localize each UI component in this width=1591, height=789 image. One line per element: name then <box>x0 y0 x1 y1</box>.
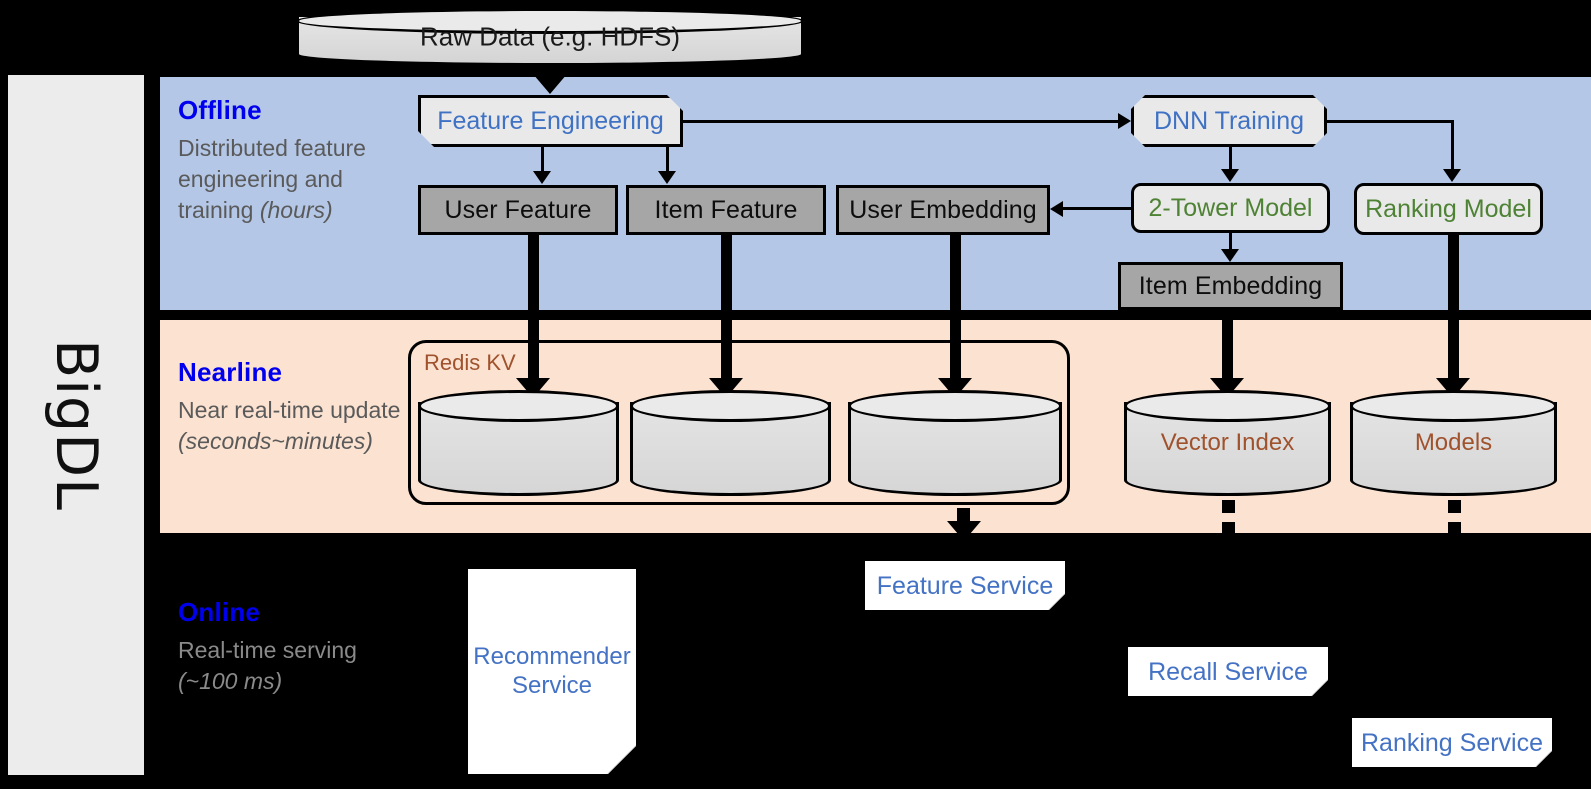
bigdl-sidebar: BigDL <box>8 75 144 775</box>
connector-fe-dnn <box>683 120 1118 123</box>
dashed-connector-segment <box>1222 522 1235 535</box>
node-feature-service[interactable]: Feature Service <box>865 561 1065 610</box>
online-description-emphasis: (~100 ms) <box>178 667 283 694</box>
node-label: Item Embedding <box>1138 271 1323 300</box>
connector-fe-itemfeature <box>666 147 669 173</box>
connector-itemfeature-kv <box>721 234 732 389</box>
online-title: Online <box>178 597 261 627</box>
arrow-rawdata-fe <box>533 74 567 94</box>
nearline-title: Nearline <box>178 357 283 387</box>
raw-data-label: Raw Data (e.g. HDFS) <box>419 21 681 52</box>
connector-userembedding-kv <box>950 234 961 389</box>
node-label: User Embedding <box>849 195 1037 224</box>
cylinder-top <box>296 8 804 34</box>
cylinder-top <box>1350 390 1557 422</box>
cylinder-top <box>1124 390 1331 422</box>
node-recommender-service[interactable]: Recommender Service <box>468 569 636 774</box>
redis-kv-label: Redis KV <box>424 350 516 375</box>
cylinder-top <box>418 390 619 422</box>
arrow-fe-itemfeature <box>658 171 676 184</box>
arrow-dnn-twotower <box>1221 169 1239 182</box>
nearline-description-emphasis: (seconds~minutes) <box>178 427 373 454</box>
dashed-connector-segment <box>1448 500 1461 513</box>
offline-description-text: Distributed feature engineering and trai… <box>178 135 366 223</box>
node-label: Ranking Service <box>1360 728 1544 757</box>
connector-fe-userfeature <box>541 147 544 173</box>
offline-title: Offline <box>178 95 262 125</box>
connector-dnn-twotower <box>1229 147 1232 171</box>
connector-dnn-ranking-h <box>1327 120 1454 123</box>
connector-itemembedding-vectorindex <box>1222 309 1233 389</box>
node-ranking-model[interactable]: Ranking Model <box>1354 183 1543 235</box>
bigdl-label: BigDL <box>43 339 109 511</box>
connector-userfeature-kv <box>528 234 539 389</box>
cylinder-top <box>848 390 1062 422</box>
dashed-connector-segment <box>1222 500 1235 513</box>
dashed-connector-segment <box>1448 522 1461 535</box>
online-description-text: Real-time serving <box>178 637 357 663</box>
node-label: Recall Service <box>1148 657 1308 686</box>
offline-description: Distributed feature engineering and trai… <box>178 133 408 225</box>
arrow-twotower-itemembedding <box>1221 249 1239 262</box>
connector-twotower-userembedding <box>1063 207 1133 210</box>
node-feature-engineering[interactable]: Feature Engineering <box>418 95 683 147</box>
nearline-description-text: Near real-time update <box>178 397 401 423</box>
node-user-feature[interactable]: User Feature <box>418 185 618 235</box>
node-label: Ranking Model <box>1365 194 1532 223</box>
node-label: Feature Service <box>876 571 1054 600</box>
node-label: Recommender Service <box>473 642 631 699</box>
offline-section-text: Offline Distributed feature engineering … <box>178 95 408 225</box>
arrow-fe-userfeature <box>533 171 551 184</box>
node-two-tower-model[interactable]: 2-Tower Model <box>1131 183 1330 233</box>
node-item-embedding[interactable]: Item Embedding <box>1118 262 1343 310</box>
online-description: Real-time serving (~100 ms) <box>178 635 408 697</box>
connector-dnn-ranking-v <box>1451 120 1454 170</box>
kv-store-cylinder-3 <box>848 390 1062 496</box>
node-label: DNN Training <box>1153 106 1305 135</box>
nearline-description: Near real-time update (seconds~minutes) <box>178 395 418 457</box>
raw-data-cylinder: Raw Data (e.g. HDFS) <box>296 8 804 66</box>
connector-rankingmodel-models <box>1448 234 1459 389</box>
kv-store-cylinder-1 <box>418 390 619 496</box>
vector-index-cylinder: Vector Index <box>1124 390 1331 496</box>
node-recall-service[interactable]: Recall Service <box>1128 647 1328 696</box>
node-label: User Feature <box>444 195 592 224</box>
node-item-feature[interactable]: Item Feature <box>626 185 826 235</box>
models-cylinder: Models <box>1350 390 1557 496</box>
arrow-redis-featureservice <box>947 521 981 541</box>
node-label: Feature Engineering <box>437 106 664 135</box>
arrow-fe-dnn <box>1118 113 1131 129</box>
node-label: 2-Tower Model <box>1148 193 1313 222</box>
vector-index-label: Vector Index <box>1160 429 1295 456</box>
node-user-embedding[interactable]: User Embedding <box>836 185 1050 235</box>
arrow-twotower-userembedding <box>1050 201 1063 217</box>
node-label: Item Feature <box>654 195 798 224</box>
offline-description-emphasis: (hours) <box>259 196 333 223</box>
arrow-dnn-ranking <box>1443 169 1461 182</box>
redis-kv-container <box>408 340 1070 505</box>
models-label: Models <box>1414 429 1493 456</box>
connector-twotower-itemembedding <box>1229 233 1232 251</box>
node-dnn-training[interactable]: DNN Training <box>1131 95 1327 147</box>
kv-store-cylinder-2 <box>630 390 831 496</box>
node-ranking-service[interactable]: Ranking Service <box>1352 718 1552 767</box>
dashed-connector-segment <box>957 508 970 521</box>
cylinder-top <box>630 390 831 422</box>
online-section-text: Online Real-time serving (~100 ms) <box>178 597 408 697</box>
nearline-section-text: Nearline Near real-time update (seconds~… <box>178 357 418 457</box>
